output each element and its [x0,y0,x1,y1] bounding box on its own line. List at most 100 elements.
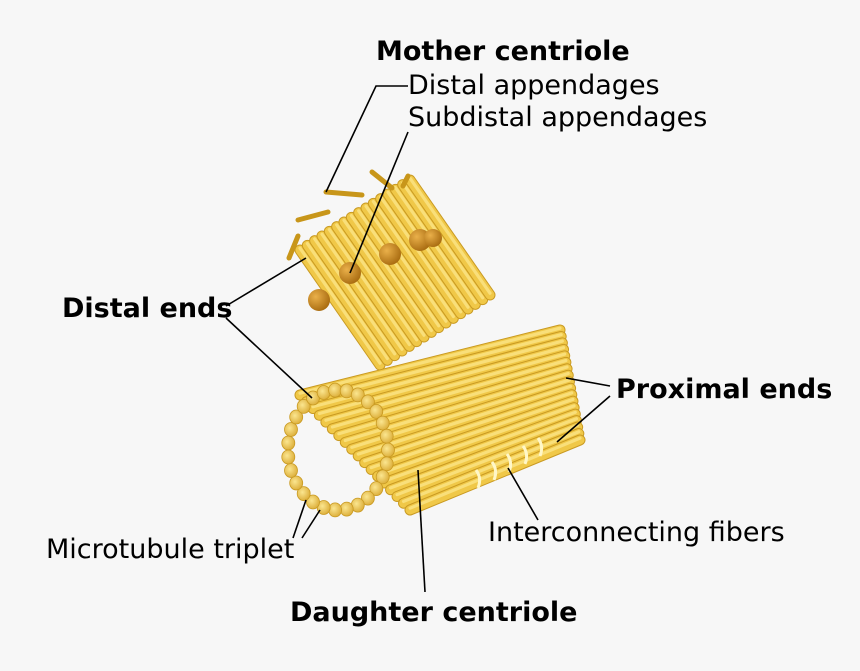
fiber [536,437,544,457]
leader-lines [225,85,611,593]
microtubule-highlight [298,246,382,365]
microtubule-highlight [324,352,567,422]
microtubule [379,409,580,488]
fiber [474,469,482,489]
microtubule-highlight [376,404,576,476]
microtubule [386,416,581,495]
microtubule-highlight [401,181,485,300]
microtubule [321,351,570,427]
distal-appendages [286,169,411,261]
microtubule-end [316,385,331,400]
microtubule [327,357,571,434]
microtubule-highlight [371,199,455,319]
label-interconnecting-fibers: Interconnecting fibers [488,517,785,548]
leader-distal-ends-upper [225,257,307,307]
leader-distal-appendages [325,85,408,193]
microtubule-highlight [382,410,577,483]
daughter-centriole [281,324,586,518]
leader-proximal-ends-upper [565,377,611,387]
microtubule-end [296,486,311,502]
distal-appendage [323,189,365,198]
microtubule-highlight [313,237,397,356]
label-proximal-ends: Proximal ends [616,374,833,405]
microtubule-highlight [349,213,433,333]
microtubule-end [281,435,296,451]
microtubule-end [375,415,390,431]
microtubule-end [284,422,298,437]
microtubule-end [379,456,394,472]
mother-microtubules [294,174,496,371]
microtubule-highlight [305,241,389,361]
microtubule-highlight [364,204,448,323]
microtubule-end [328,502,343,518]
daughter-microtubules [294,324,586,516]
leader-distal-ends-lower [225,317,313,399]
microtubule-end [289,475,304,491]
microtubule-end [339,501,354,517]
leader-daughter-centriole-a [417,469,426,593]
microtubule [373,403,579,481]
microtubule-end [284,463,298,478]
microtubule-highlight [408,176,492,295]
microtubule-end [306,494,320,510]
microtubule [360,390,577,468]
microtubule-highlight [327,227,411,347]
label-microtubule-triplet: Microtubule triplet [46,534,295,565]
microtubule [314,344,569,420]
distal-appendage [286,233,301,261]
microtubule-highlight [342,218,426,337]
microtubule-highlight [401,430,581,504]
subdistal-appendages [308,229,442,311]
microtubule-highlight [389,417,579,490]
leader-microtubule-triplet-b [301,509,321,539]
subdistal-knob [308,289,330,311]
microtubule-highlight [379,195,463,314]
microtubule-highlight [356,384,573,456]
microtubule-highlight [369,397,575,470]
microtubule-end [369,481,384,497]
microtubule-highlight [317,346,566,416]
microtubule [295,325,565,400]
microtubule-highlight [363,391,574,463]
microtubule [366,396,578,474]
label-distal-appendages: Distal appendages [408,70,660,101]
microtubule-end [379,428,394,444]
distal-appendage [369,169,395,191]
microtubule-highlight [298,326,562,395]
leader-subdistal-appendages [349,131,409,274]
label-mother-centriole: Mother centriole [376,36,630,67]
microtubule-highlight [357,209,441,328]
distal-appendage [400,173,411,189]
microtubule-end [328,382,343,398]
label-subdistal-appendages: Subdistal appendages [408,102,708,133]
microtubule-end [350,387,365,403]
fiber [490,461,498,481]
microtubule-highlight [395,423,580,497]
microtubule-end [381,442,395,458]
microtubule-highlight [386,190,470,309]
microtubule [353,383,576,461]
leader-proximal-ends-lower [556,395,611,443]
microtubule [392,422,583,501]
microtubule-end [369,403,384,419]
microtubule-end [281,449,296,465]
daughter-distal-ring [281,382,395,518]
label-daughter-centriole: Daughter centriole [290,597,578,628]
fiber [521,445,529,465]
label-distal-ends: Distal ends [62,293,233,324]
microtubule-end [375,469,390,485]
microtubule [399,429,584,508]
leader-microtubule-triplet-a [292,499,307,539]
mother-centriole [286,169,496,371]
microtubule-end [360,490,375,506]
subdistal-knob [379,243,401,265]
leader-interconnecting-fibers [507,467,539,521]
microtubule-highlight [320,232,404,351]
microtubule-end [360,394,375,410]
microtubule-end [289,409,304,425]
subdistal-knob [424,229,442,247]
microtubule-end [296,398,311,414]
distal-appendage [295,209,331,223]
